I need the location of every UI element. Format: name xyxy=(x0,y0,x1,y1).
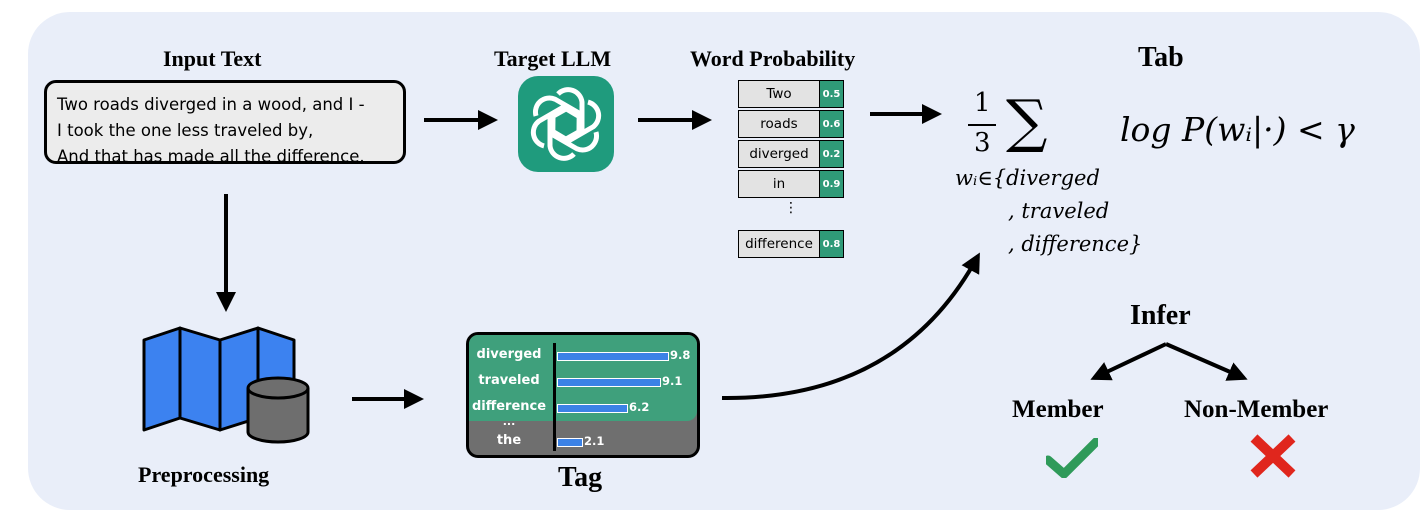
prob-value: 0.9 xyxy=(820,170,844,198)
word-probability-title: Word Probability xyxy=(690,46,856,71)
arrow-tag-to-tab xyxy=(721,252,980,401)
checkmark-icon xyxy=(1043,437,1101,479)
prob-value: 0.5 xyxy=(820,80,844,108)
tag-score-bar xyxy=(557,404,628,413)
tag-title: Tag xyxy=(558,462,603,493)
tag-score-value: 9.8 xyxy=(670,348,691,362)
map-database-icon xyxy=(138,322,318,446)
input-line-2: I took the one less traveled by, xyxy=(57,121,314,140)
fraction-numerator: 1 xyxy=(974,88,991,118)
tag-word-label: traveled xyxy=(478,373,540,388)
prob-row: diverged 0.2 xyxy=(738,140,846,168)
tag-score-value: 9.1 xyxy=(662,374,683,388)
tag-axis xyxy=(553,343,556,451)
tag-score-bar xyxy=(557,352,669,361)
prob-value: 0.8 xyxy=(820,230,844,258)
input-text-title: Input Text xyxy=(163,46,262,71)
tag-ellipsis: ... xyxy=(502,415,516,428)
tag-score-value: 2.1 xyxy=(584,434,605,448)
non-member-label: Non-Member xyxy=(1184,396,1329,423)
tag-card: diverged 9.8 traveled 9.1 difference 6.2... th… xyxy=(466,332,700,458)
tag-score-bar xyxy=(557,438,583,447)
prob-word: in xyxy=(738,170,820,198)
cross-icon xyxy=(1250,434,1296,478)
sum-symbol: ∑ xyxy=(1006,87,1048,155)
tab-title: Tab xyxy=(1138,42,1184,73)
log-probability-expression: log P(wᵢ|·) < γ xyxy=(1120,110,1355,149)
prob-word: roads xyxy=(738,110,820,138)
tag-word-label: diverged xyxy=(476,347,542,362)
prob-row: in 0.9 xyxy=(738,170,846,198)
prob-value: 0.2 xyxy=(820,140,844,168)
openai-logo-icon xyxy=(518,76,614,172)
prob-value: 0.6 xyxy=(820,110,844,138)
prob-ellipsis: ⋮ xyxy=(784,200,798,216)
prob-row-last: difference 0.8 xyxy=(738,230,846,258)
tag-score-value: 6.2 xyxy=(629,400,650,414)
infer-title: Infer xyxy=(1130,300,1191,331)
sum-subscript-line-2: , traveled xyxy=(1008,199,1110,223)
preprocessing-title: Preprocessing xyxy=(138,462,270,487)
tag-score-bar xyxy=(557,378,661,387)
tag-word-label: the xyxy=(496,433,522,448)
prob-row: roads 0.6 xyxy=(738,110,846,138)
fraction-denominator: 3 xyxy=(974,128,991,158)
prob-word: diverged xyxy=(738,140,820,168)
target-llm-title: Target LLM xyxy=(494,46,612,71)
prob-word: Two xyxy=(738,80,820,108)
prob-row: Two 0.5 xyxy=(738,80,846,108)
arrow-infer-to-non-member xyxy=(1165,342,1248,381)
input-line-1: Two roads diverged in a wood, and I - xyxy=(57,95,365,114)
arrow-infer-to-member xyxy=(1090,342,1167,381)
input-text-box: Two roads diverged in a wood, and I - I … xyxy=(44,80,406,166)
sum-subscript-line-1: wᵢ∈{diverged xyxy=(955,166,1100,190)
prob-word: difference xyxy=(738,230,820,258)
sum-subscript-line-3: , difference} xyxy=(1008,232,1143,256)
member-label: Member xyxy=(1012,396,1104,423)
fraction-bar xyxy=(968,124,996,126)
tag-word-label: difference xyxy=(471,399,547,414)
input-line-3: And that has made all the difference. xyxy=(57,147,365,166)
